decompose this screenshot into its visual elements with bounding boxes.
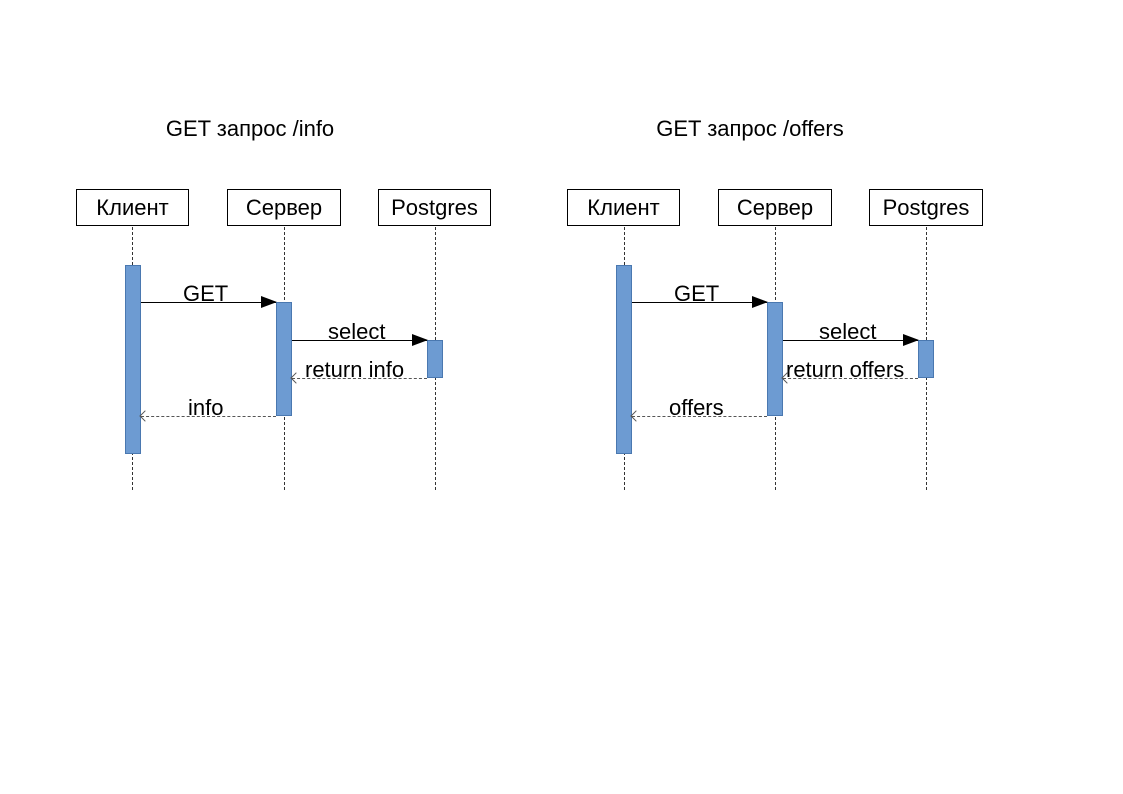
message-label: select [819, 319, 877, 344]
arrow-head-icon [412, 334, 428, 346]
participant-postgres: Postgres [378, 189, 491, 226]
activation-server [767, 302, 783, 416]
message-arrow [141, 296, 277, 308]
return-arrow [139, 410, 276, 422]
return-arrow [290, 372, 427, 384]
diagram-title: GET запрос /offers [656, 116, 844, 141]
message-arrow [632, 296, 768, 308]
arrow-head-icon [903, 334, 919, 346]
activation-postgres [918, 340, 934, 378]
open-arrow-head-icon [139, 410, 151, 422]
activation-client [125, 265, 141, 454]
message-label: return offers [786, 357, 905, 382]
participant-server: Сервер [718, 189, 832, 226]
open-arrow-head-icon [630, 410, 642, 422]
message-arrow [292, 334, 428, 346]
message-label: info [188, 395, 224, 420]
activation-server [276, 302, 292, 416]
participant-client: Клиент [567, 189, 680, 226]
arrow-head-icon [752, 296, 768, 308]
participant-client: Клиент [76, 189, 189, 226]
activation-client [616, 265, 632, 454]
open-arrow-head-icon [290, 372, 302, 384]
message-label: GET [183, 281, 229, 306]
message-label: return info [305, 357, 405, 382]
arrow-head-icon [261, 296, 277, 308]
sequence-diagram-offers: GET запрос /offers Клиент Сервер Postgre… [491, 0, 1051, 794]
message-label: GET [674, 281, 720, 306]
return-arrow [630, 410, 767, 422]
message-label: select [328, 319, 386, 344]
sequence-diagram-info: GET запрос /info Клиент Сервер Postgres … [0, 0, 560, 794]
message-label: offers [669, 395, 724, 420]
diagram-title: GET запрос /info [165, 116, 335, 141]
participant-server: Сервер [227, 189, 341, 226]
return-arrow [781, 372, 918, 384]
message-arrow [783, 334, 919, 346]
participant-postgres: Postgres [869, 189, 983, 226]
activation-postgres [427, 340, 443, 378]
